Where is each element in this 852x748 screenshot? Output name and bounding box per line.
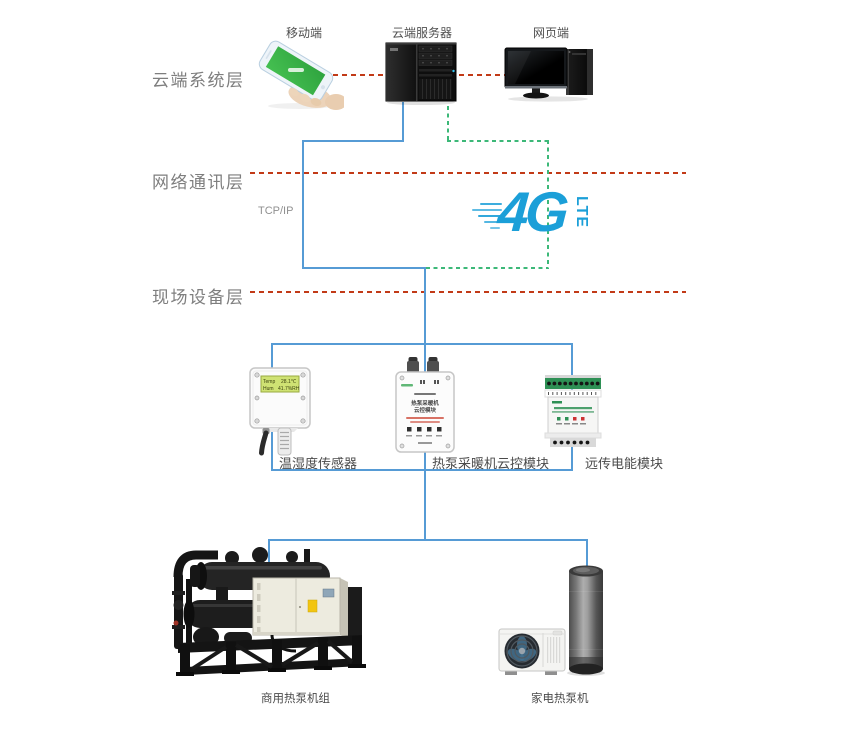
heat-pump-control-module-icon: 热泵采暖机 云控模块: [395, 357, 455, 453]
wired-link-segment: [268, 539, 270, 563]
label-sensor: 温湿度传感器: [279, 456, 358, 471]
logo-4g-text: 4G: [495, 180, 567, 243]
svg-text:热泵采暖机: 热泵采暖机: [411, 399, 439, 407]
label-mobile: 移动端: [285, 26, 322, 40]
dashed-link-phone-server: [333, 74, 384, 76]
label-controller: 热泵采暖机云控模块: [432, 456, 550, 471]
cloud-server-icon: [385, 42, 457, 105]
layer-label-field: 现场设备层: [152, 288, 245, 307]
mobile-phone-icon: [258, 40, 344, 110]
dashed-link-server-web: [459, 74, 509, 76]
commercial-heat-pump-icon: [172, 547, 366, 676]
layer-line-field: [250, 291, 686, 293]
wired-link-segment: [302, 140, 404, 142]
label-commercial-heat-pump: 商用热泵机组: [261, 693, 330, 705]
label-household-heat-pump: 家电热泵机: [531, 693, 589, 705]
wireless-link-segment: [447, 106, 449, 142]
web-desktop-icon: [504, 47, 593, 102]
wireless-link-segment: [426, 267, 548, 269]
wired-link-segment: [402, 102, 404, 141]
household-heat-pump-icon: [498, 565, 605, 676]
svg-text:云控模块: 云控模块: [414, 406, 437, 414]
4g-lte-logo: 4G LTE: [472, 180, 602, 246]
wireless-link-segment: [447, 140, 549, 142]
logo-speed-line: [478, 215, 502, 218]
svg-text:Temp: Temp: [263, 379, 275, 385]
svg-text:41.7%RH: 41.7%RH: [278, 386, 300, 392]
logo-speed-line: [484, 221, 500, 224]
label-meter: 远传电能模块: [585, 456, 664, 471]
label-cloud-server: 云端服务器: [391, 26, 452, 40]
layer-label-cloud: 云端系统层: [152, 71, 245, 90]
remote-energy-meter-icon: [544, 375, 602, 447]
wired-link-segment: [268, 539, 588, 541]
wired-link-segment: [302, 267, 426, 269]
wired-link-segment: [424, 267, 426, 345]
layer-label-network: 网络通讯层: [152, 173, 245, 192]
wired-link-segment: [302, 140, 304, 269]
label-web: 网页端: [532, 26, 569, 40]
layer-line-network: [250, 172, 686, 174]
logo-lte-text: LTE: [573, 196, 590, 229]
wired-link-segment: [586, 539, 588, 569]
wireless-link-segment: [547, 140, 549, 269]
svg-text:Hum: Hum: [263, 386, 274, 392]
temp-humidity-sensor-icon: Temp 28.1℃ Hum 41.7%RH: [249, 367, 311, 456]
logo-speed-line: [472, 209, 502, 212]
logo-speed-line: [480, 203, 502, 206]
svg-text:28.1℃: 28.1℃: [281, 379, 297, 385]
protocol-label: TCP/IP: [258, 205, 294, 217]
logo-speed-line: [490, 227, 500, 230]
